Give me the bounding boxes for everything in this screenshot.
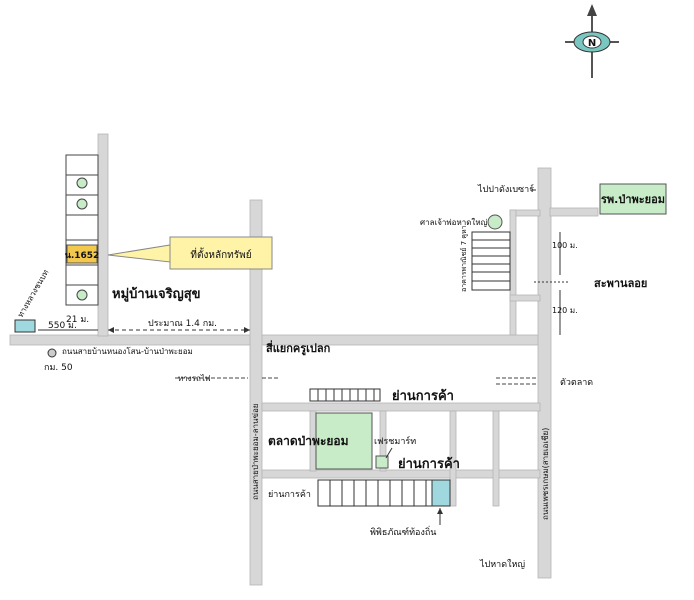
label-left-diagonal: ทางหลวงชนบท [16, 268, 51, 319]
road-name-main-west: ถนนสายบ้านหนองโสน-บ้านป่าพะยอม [62, 346, 193, 356]
shrine-icon [487, 214, 503, 230]
trade-area-2: ย่านการค้า [398, 456, 460, 472]
plot-lane-lots [65, 154, 99, 306]
plot-callout-text: ที่ตั้งหลักทรัพย์ [190, 247, 251, 261]
market-label: ตลาดป่าพะยอม [268, 434, 349, 448]
road-vertical-right [537, 167, 552, 579]
distance-1-4km: ประมาณ 1.4 กม. [148, 319, 217, 329]
shop-row-2 [317, 479, 451, 507]
distance-550m: 550 ม. [48, 321, 77, 331]
distance-120m: 120 ม. [552, 306, 578, 315]
fresh-mart-label: เฟรชมาร์ท [374, 435, 416, 447]
shop-row-1 [309, 388, 381, 402]
apartment-block [471, 231, 511, 291]
vertical-road-right-label: ถนนเพชรเกษม(สายเอเชีย) [541, 428, 550, 520]
shrine-label: ศาลเจ้าพ่อหาดใหญ่ [420, 218, 488, 227]
fresh-mart-box [375, 455, 389, 469]
apartment-label: อาคารพาณิชย์ 7 คูหา [460, 225, 468, 292]
plot-callout: ที่ตั้งหลักทรัพย์ [107, 236, 273, 270]
hospital-label: รพ.ป่าพะยอม [601, 193, 665, 206]
road-market-2 [261, 469, 541, 479]
distance-100m: 100 ม. [552, 241, 578, 250]
dashed-label-left: ทางรถไฟ [178, 374, 211, 383]
road-plot-lane [97, 133, 109, 337]
plot-number: น.1652 [65, 251, 100, 261]
dashed-label-right: ตัวตลาด [560, 378, 593, 388]
hospital-box [599, 183, 667, 215]
circle-marker-icon [47, 348, 57, 358]
to-hatyai-label: ไปหาดใหญ่ [479, 559, 525, 570]
building-icon [14, 319, 36, 333]
km-marker-label: กม. 50 [44, 363, 73, 373]
market-box [315, 412, 373, 470]
vertical-road-mid-label: ถนนสายป่าพะยอม-ลานข่อย [251, 404, 260, 500]
compass-icon: N [565, 4, 619, 78]
plot-highlight [66, 244, 98, 264]
distance-21m: 21 ม. [66, 315, 89, 325]
road-to-hospital [549, 207, 599, 217]
junction-label: สี่แยกครูเปลก [266, 340, 331, 356]
road-market-1 [261, 402, 541, 412]
bridge-label: สะพานลอย [594, 277, 647, 290]
village-label: หมู่บ้านเจริญสุข [112, 286, 201, 302]
trade-area-3: ย่านการค้า [268, 489, 311, 500]
road-vertical-mid [249, 199, 263, 586]
to-hospital-label: ไปปาดังเบซาร์ [477, 183, 534, 195]
museum-label: พิพิธภัณฑ์ท้องถิ่น [370, 525, 436, 538]
compass-north-label: N [588, 38, 596, 49]
trade-area-1: ย่านการค้า [392, 388, 454, 404]
